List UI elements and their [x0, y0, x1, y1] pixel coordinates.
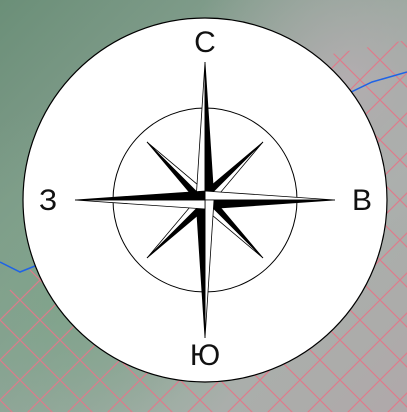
compass-label-east: В — [352, 184, 372, 217]
compass-label-north: С — [194, 26, 216, 59]
compass-label-south: Ю — [190, 339, 220, 372]
compass-label-west: З — [39, 184, 57, 217]
